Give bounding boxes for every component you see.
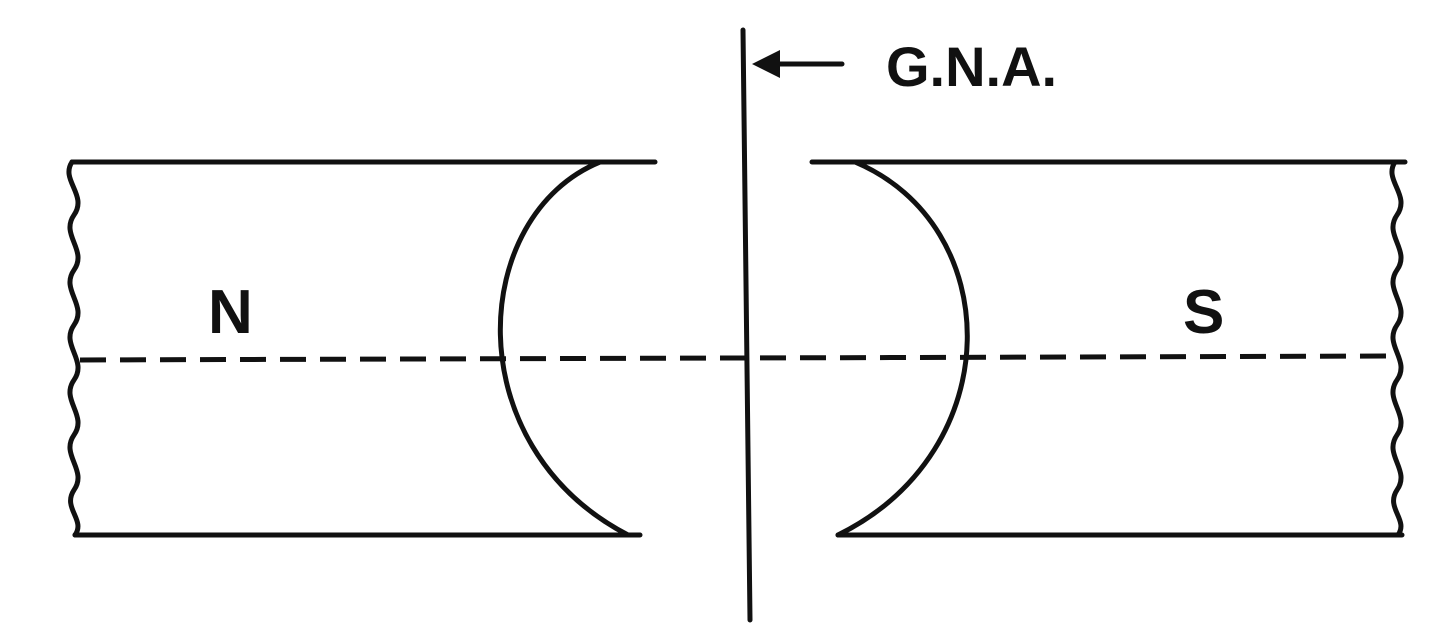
geometric-neutral-axis-line xyxy=(740,27,753,623)
south-pole-broken-edge xyxy=(1389,159,1404,538)
north-pole-label: N xyxy=(208,278,253,347)
north-pole-piece xyxy=(66,159,658,538)
south-pole-piece xyxy=(809,159,1408,538)
north-pole-curved-face xyxy=(497,159,631,538)
south-pole-curved-face xyxy=(835,159,970,538)
pole-axis-dashed-line xyxy=(79,353,1396,363)
gna-label: G.N.A. xyxy=(886,35,1057,98)
north-pole-broken-edge xyxy=(66,159,81,538)
arrow-left-icon xyxy=(752,50,845,78)
south-pole-label: S xyxy=(1183,278,1224,347)
